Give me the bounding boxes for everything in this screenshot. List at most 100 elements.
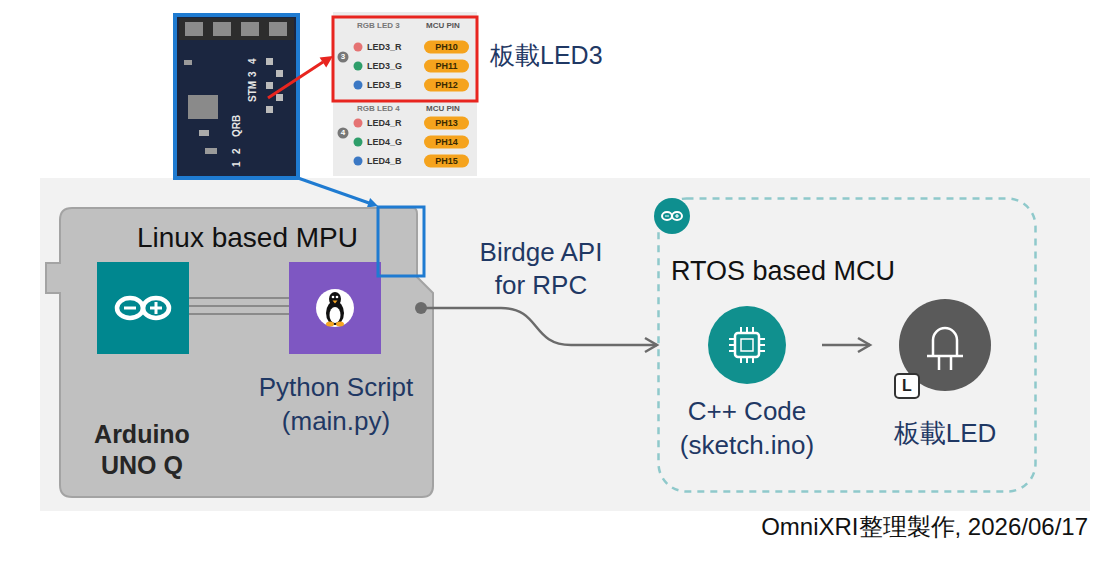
logo-loop bbox=[117, 298, 143, 318]
led-icon bbox=[933, 328, 957, 356]
node-text: Arduino UNO Q bbox=[82, 419, 202, 481]
logo-loop bbox=[143, 298, 169, 318]
led-name: LED3_B bbox=[367, 79, 402, 91]
callout-number: 3 bbox=[337, 52, 349, 62]
component bbox=[199, 130, 209, 136]
pin-name: PH14 bbox=[424, 136, 469, 148]
header-pin bbox=[213, 22, 231, 36]
number-badge bbox=[338, 128, 349, 139]
red-dot bbox=[354, 119, 363, 128]
node-text: C++ Code (sketch.ino) bbox=[672, 394, 822, 462]
bus-line bbox=[189, 313, 289, 315]
dashed-outline bbox=[659, 199, 1036, 492]
logo-minus bbox=[124, 307, 136, 310]
pin-pill bbox=[424, 60, 469, 73]
led-name: LED3_G bbox=[367, 60, 402, 72]
board-outline bbox=[46, 208, 433, 497]
blue-dot bbox=[354, 157, 363, 166]
highlight-box bbox=[333, 17, 477, 101]
connector-line bbox=[822, 344, 870, 347]
number-badge bbox=[338, 52, 349, 63]
credit-note: OmniXRI整理製作, 2026/06/17 bbox=[630, 512, 1088, 542]
pin-header bbox=[179, 18, 294, 40]
node-text: RTOS based MCU bbox=[671, 255, 1011, 287]
led-pad bbox=[276, 70, 283, 77]
logo-plus bbox=[150, 302, 162, 314]
pin-name: PH12 bbox=[424, 79, 469, 91]
pin-name: PH11 bbox=[424, 60, 469, 72]
led-legs bbox=[927, 356, 963, 370]
table-header: MCU PIN bbox=[426, 21, 460, 31]
green-dot bbox=[354, 138, 363, 147]
pin-pill bbox=[424, 79, 469, 92]
silkscreen-number: 2 bbox=[231, 148, 243, 154]
silkscreen-text: STM bbox=[247, 81, 259, 102]
led-name: LED4_G bbox=[367, 136, 402, 148]
chip-core bbox=[741, 339, 753, 351]
pin-table-bg bbox=[333, 12, 477, 176]
bus-line bbox=[189, 305, 289, 307]
blue-dot bbox=[354, 81, 363, 90]
silkscreen-text: QRB bbox=[231, 115, 243, 137]
silkscreen-number: 3 bbox=[247, 71, 259, 77]
chip-pins bbox=[729, 327, 765, 363]
led-pad bbox=[266, 106, 273, 113]
callout-title: 板載LED3 bbox=[490, 40, 603, 70]
pin-pill bbox=[424, 41, 469, 54]
bus-line bbox=[189, 297, 289, 299]
code-circle: C++ Code (sketch.ino) bbox=[672, 306, 822, 466]
tux-eye bbox=[336, 296, 339, 299]
mcu-logo-square bbox=[97, 262, 189, 354]
tux-head bbox=[329, 292, 341, 306]
pin-pill bbox=[424, 136, 469, 149]
logo-signs bbox=[665, 214, 679, 218]
logo-disc bbox=[654, 198, 690, 234]
code-disc bbox=[708, 306, 786, 384]
tux-belly bbox=[330, 307, 341, 323]
led-name: LED4_R bbox=[367, 117, 402, 129]
script-square bbox=[289, 262, 381, 354]
pin-pill bbox=[424, 117, 469, 130]
table-header: RGB LED 4 bbox=[357, 104, 400, 114]
chip bbox=[188, 95, 218, 119]
tux-eye bbox=[332, 296, 335, 299]
tux-foot bbox=[326, 322, 334, 327]
led-name: LED3_R bbox=[367, 41, 402, 53]
header-pin bbox=[185, 22, 203, 36]
led-pad bbox=[266, 82, 273, 89]
node-text: 板載LED bbox=[870, 416, 1020, 450]
led-pad bbox=[276, 94, 283, 101]
node-text: L bbox=[895, 374, 919, 398]
green-dot bbox=[354, 62, 363, 71]
mcu-container: RTOS based MCU C++ Code (sketch.ino) L 板載LE… bbox=[657, 197, 1037, 493]
chip-icon bbox=[735, 333, 759, 357]
arrowhead bbox=[645, 338, 657, 352]
header-pin bbox=[269, 22, 287, 36]
silkscreen-number: 4 bbox=[247, 58, 259, 64]
tux-foot bbox=[336, 322, 344, 327]
callout-arrowhead bbox=[367, 198, 378, 207]
component bbox=[184, 60, 192, 65]
silkscreen-number: 1 bbox=[231, 161, 243, 167]
red-dot bbox=[354, 43, 363, 52]
callout-line bbox=[268, 62, 323, 98]
connector bbox=[822, 338, 870, 352]
callout-arrowhead bbox=[320, 56, 333, 68]
pin-name: PH13 bbox=[424, 117, 469, 129]
callout-number: 4 bbox=[337, 128, 349, 138]
node-text: Linux based MPU bbox=[137, 221, 407, 255]
arrowhead bbox=[858, 338, 870, 352]
pin-pill bbox=[424, 155, 469, 168]
gray-band bbox=[40, 178, 1090, 511]
table-header: MCU PIN bbox=[426, 104, 460, 114]
pin-badge bbox=[895, 374, 919, 398]
led-pad bbox=[266, 58, 273, 65]
board-shape: Linux based MPU Arduino UNO Q Python Scrip… bbox=[45, 207, 435, 499]
script-block: Python Script (main.py) bbox=[251, 262, 421, 442]
connector-dot bbox=[415, 302, 427, 314]
connector bbox=[415, 302, 657, 352]
table-header: RGB LED 3 bbox=[357, 21, 400, 31]
connector-line bbox=[421, 308, 657, 345]
board-photo bbox=[175, 15, 298, 178]
